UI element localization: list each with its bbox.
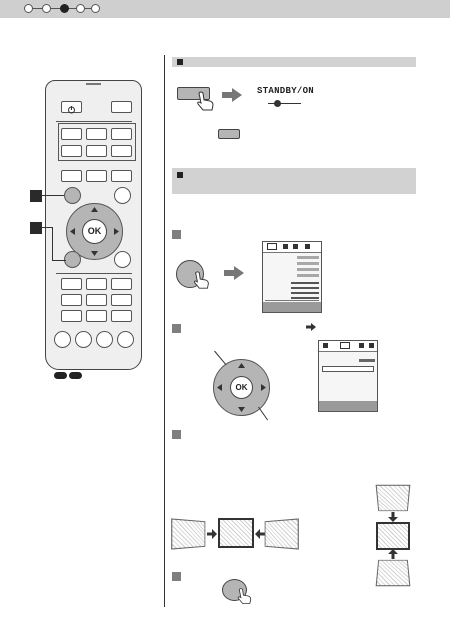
left-arrow-icon	[255, 529, 265, 539]
standby-indicator-line	[268, 103, 301, 104]
column-divider	[164, 55, 165, 607]
remote-label-pill-1	[54, 372, 67, 379]
progress-step-1	[24, 4, 33, 13]
menu-bar	[297, 262, 319, 265]
menu-divider	[265, 300, 319, 301]
remote-menu-button[interactable]	[64, 187, 81, 204]
standby-button-inline	[218, 129, 240, 139]
dpad-illustration: OK	[213, 359, 270, 416]
remote-ok-button[interactable]: OK	[82, 219, 107, 244]
ok-button-illustration: OK	[230, 376, 253, 399]
menu-tab-icon	[293, 244, 298, 249]
remote-button-r3c1[interactable]	[61, 170, 82, 182]
remote-hide-button[interactable]	[114, 251, 131, 268]
image-thumbnail-icon	[265, 518, 299, 549]
progress-step-4	[76, 4, 85, 13]
step-marker-2	[172, 324, 181, 333]
remote-info-button[interactable]	[114, 187, 131, 204]
remote-round-button-3[interactable]	[96, 331, 113, 348]
remote-control: OK	[45, 80, 142, 370]
callout-marker-menu	[30, 190, 42, 202]
menu-slider	[291, 297, 319, 299]
remote-button-r5c2[interactable]	[86, 294, 107, 306]
menu-tab-icon	[283, 244, 288, 249]
remote-label-pill-2	[69, 372, 82, 379]
progress-step-2	[42, 4, 51, 13]
image-thumbnail-icon	[376, 560, 411, 586]
callout-line-dpad-h	[52, 260, 66, 261]
remote-button-r4c3[interactable]	[111, 278, 132, 290]
remote-button-r3c3[interactable]	[111, 170, 132, 182]
progress-step-3-current	[60, 4, 69, 13]
remote-divider	[56, 121, 132, 122]
menu-slider	[291, 287, 319, 289]
standby-indicator-led	[274, 100, 281, 107]
menu-footer	[319, 401, 377, 411]
menu-tab-icon	[323, 343, 328, 348]
right-arrow-icon	[222, 88, 242, 102]
down-arrow-icon	[388, 512, 398, 522]
up-arrow-icon	[388, 549, 398, 559]
menu-slider	[291, 282, 319, 284]
remote-button-r4c1[interactable]	[61, 278, 82, 290]
menu-tab-icon	[369, 343, 374, 348]
right-arrow-icon	[207, 529, 217, 539]
image-thumbnail-icon	[376, 485, 411, 511]
step-marker-3	[172, 430, 181, 439]
callout-line-menu	[42, 195, 64, 196]
power-icon	[62, 105, 81, 115]
menu-bar	[297, 268, 319, 271]
remote-button-r4c2[interactable]	[86, 278, 107, 290]
remote-divider-2	[56, 273, 132, 274]
remote-button-r6c3[interactable]	[111, 310, 132, 322]
remote-button-r3c2[interactable]	[86, 170, 107, 182]
image-thumbnail-icon	[171, 518, 205, 549]
menu-slider	[291, 292, 319, 294]
section-header-1-bullet	[177, 59, 183, 65]
menu-footer	[263, 302, 321, 312]
hand-pointer-icon	[192, 270, 212, 290]
remote-button-r5c1[interactable]	[61, 294, 82, 306]
menu-tab-icon	[340, 342, 350, 349]
standby-on-label: STANDBY/ON	[257, 86, 314, 96]
right-arrow-icon	[224, 266, 244, 280]
remote-round-button-2[interactable]	[75, 331, 92, 348]
menu-screen-step1	[262, 241, 322, 313]
section-header-2	[172, 168, 416, 194]
menu-bar	[359, 359, 375, 362]
menu-tab-icon	[267, 243, 277, 250]
remote-button-r6c1[interactable]	[61, 310, 82, 322]
menu-bar	[297, 256, 319, 259]
image-thumbnail-icon	[376, 522, 410, 550]
remote-ir-window	[86, 83, 101, 85]
menu-selected-row	[322, 366, 374, 372]
section-header-1	[172, 57, 416, 67]
progress-step-5	[91, 4, 100, 13]
menu-screen-step2	[318, 340, 378, 412]
menu-tab-icon	[359, 343, 364, 348]
callout-line-dpad	[42, 227, 52, 228]
menu-tab-icon	[305, 244, 310, 249]
menu-screen-tabs	[263, 242, 321, 253]
remote-round-button-4[interactable]	[117, 331, 134, 348]
hand-pointer-icon	[195, 90, 217, 112]
image-thumbnail-icon	[218, 518, 254, 548]
remote-round-button-1[interactable]	[54, 331, 71, 348]
menu-bar	[297, 274, 319, 277]
top-progress-bar	[0, 0, 450, 18]
remote-back-button[interactable]	[64, 251, 81, 268]
section-header-2-bullet	[177, 172, 183, 178]
remote-power-button[interactable]	[61, 101, 82, 113]
callout-line-dpad-v	[52, 227, 53, 260]
hand-pointer-icon	[236, 587, 254, 605]
menu-screen-tabs	[319, 341, 377, 352]
step-marker-4	[172, 572, 181, 581]
callout-marker-dpad	[30, 222, 42, 234]
step-marker-1	[172, 230, 181, 239]
right-arrow-icon	[306, 323, 316, 331]
remote-input-button[interactable]	[111, 101, 132, 113]
remote-button-r6c2[interactable]	[86, 310, 107, 322]
remote-button-r5c3[interactable]	[111, 294, 132, 306]
remote-button-group-outline	[58, 123, 136, 161]
